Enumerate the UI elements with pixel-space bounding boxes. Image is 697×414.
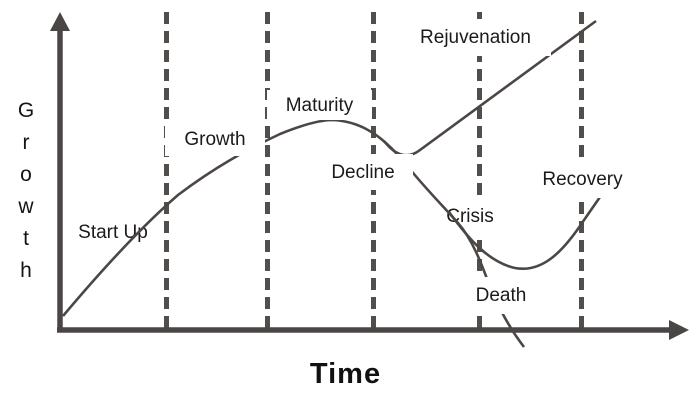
stage-label-decline: Decline	[313, 154, 413, 190]
y-axis-label-text: Growth	[14, 99, 38, 291]
x-axis-label: Time	[190, 350, 501, 398]
stage-label-death-text: Death	[475, 285, 527, 306]
stage-label-growth: Growth	[165, 122, 265, 156]
stage-label-recovery: Recovery	[509, 161, 656, 198]
stage-label-crisis: Crisis	[421, 198, 519, 235]
stage-label-rejuvenation-text: Rejuvenation	[420, 27, 531, 48]
y-axis-arrowhead-icon	[50, 12, 70, 31]
stage-label-recovery-text: Recovery	[542, 169, 623, 190]
stage-label-maturity: Maturity	[267, 90, 372, 120]
stage-label-rejuvenation: Rejuvenation	[400, 19, 551, 56]
stage-label-death: Death	[452, 277, 550, 314]
x-axis-label-text: Time	[309, 357, 382, 390]
stage-label-startup-text: Start Up	[78, 222, 148, 243]
stage-label-crisis-text: Crisis	[446, 206, 494, 227]
stage-label-decline-text: Decline	[331, 161, 395, 183]
y-axis-label: Growth	[4, 95, 48, 295]
stage-label-growth-text: Growth	[184, 128, 246, 150]
stage-label-startup: Start Up	[63, 214, 163, 251]
stage-label-maturity-text: Maturity	[285, 94, 354, 116]
x-axis-arrowhead-icon	[669, 320, 689, 340]
